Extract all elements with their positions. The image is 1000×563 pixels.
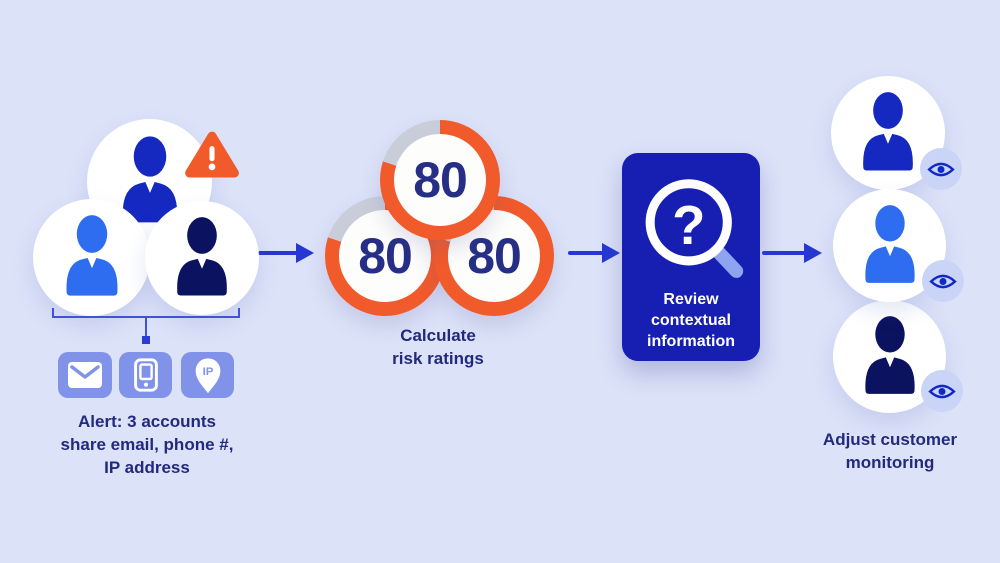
question-glyph: ? bbox=[672, 195, 705, 256]
phone-tile bbox=[119, 352, 172, 398]
eye-icon bbox=[927, 162, 955, 176]
bracket-tick-right bbox=[238, 308, 240, 318]
email-icon bbox=[68, 362, 102, 388]
review-caption: Review contextual information bbox=[647, 291, 735, 350]
gauge-value: 80 bbox=[358, 228, 413, 284]
avatar-circle-left bbox=[33, 199, 150, 316]
gauge-face: 80 bbox=[394, 134, 486, 226]
gauge-value: 80 bbox=[413, 152, 468, 208]
eye-badge-middle bbox=[922, 260, 964, 302]
bracket-node-square bbox=[142, 336, 150, 344]
ip-tile: IP bbox=[181, 352, 234, 398]
gauge-value: 80 bbox=[467, 228, 522, 284]
arrow-head bbox=[602, 243, 620, 263]
email-tile bbox=[58, 352, 112, 398]
bracket-tick-left bbox=[52, 308, 54, 318]
ip-pin-icon: IP bbox=[195, 357, 220, 393]
alert-caption: Alert: 3 accounts share email, phone #, … bbox=[60, 412, 234, 477]
risk-gauge-top: 80 bbox=[380, 120, 500, 240]
bracket-horizontal bbox=[52, 316, 240, 318]
warning-triangle-icon bbox=[185, 131, 239, 178]
eye-icon bbox=[928, 384, 956, 398]
bracket-drop-line bbox=[145, 318, 147, 338]
ip-pin-label: IP bbox=[202, 366, 213, 378]
eye-badge-bottom bbox=[921, 370, 963, 412]
person-icon bbox=[65, 215, 118, 296]
person-icon bbox=[864, 204, 915, 283]
arrow-line bbox=[568, 251, 604, 255]
person-icon bbox=[177, 216, 227, 296]
person-icon bbox=[864, 315, 915, 394]
eye-icon bbox=[929, 274, 957, 288]
risk-caption: Calculate risk ratings bbox=[392, 326, 484, 368]
review-box: ? Review contextual information bbox=[622, 153, 760, 361]
arrow-line bbox=[762, 251, 806, 255]
monitor-caption: Adjust customer monitoring bbox=[822, 430, 958, 472]
arrow-line bbox=[258, 251, 298, 255]
eye-badge-top bbox=[920, 148, 962, 190]
phone-icon bbox=[133, 358, 158, 392]
magnifier-question-icon: ? bbox=[645, 179, 744, 278]
person-icon bbox=[863, 91, 913, 171]
arrow-head bbox=[804, 243, 822, 263]
risk-gauge-right: 80 bbox=[434, 196, 554, 316]
avatar-circle-right bbox=[145, 201, 259, 315]
arrow-head bbox=[296, 243, 314, 263]
